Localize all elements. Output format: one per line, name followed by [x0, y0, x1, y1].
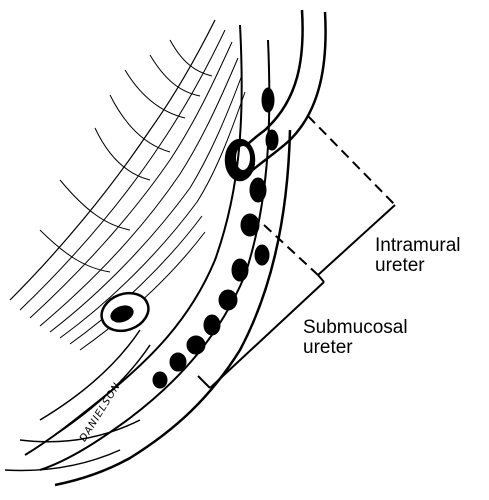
submucosal-bracket: [197, 274, 325, 389]
submucosal-line1: Submucosal: [303, 317, 408, 338]
submucosal-tunnel: [4, 329, 151, 472]
muscle-cells: [152, 87, 279, 389]
ureteral-orifice: [100, 291, 150, 333]
intramural-line2: ureter: [375, 255, 425, 276]
bladder-mucosa-hatching: [9, 19, 246, 351]
intramural-bracket: [263, 115, 396, 276]
intramural-ureter-label: Intramural ureter: [375, 236, 461, 276]
intramural-line1: Intramural: [375, 235, 461, 256]
ureter-tube: [224, 9, 327, 182]
submucosal-ureter-label: Submucosal ureter: [303, 318, 408, 358]
submucosal-line2: ureter: [303, 337, 353, 358]
bladder-wall: [24, 24, 292, 487]
